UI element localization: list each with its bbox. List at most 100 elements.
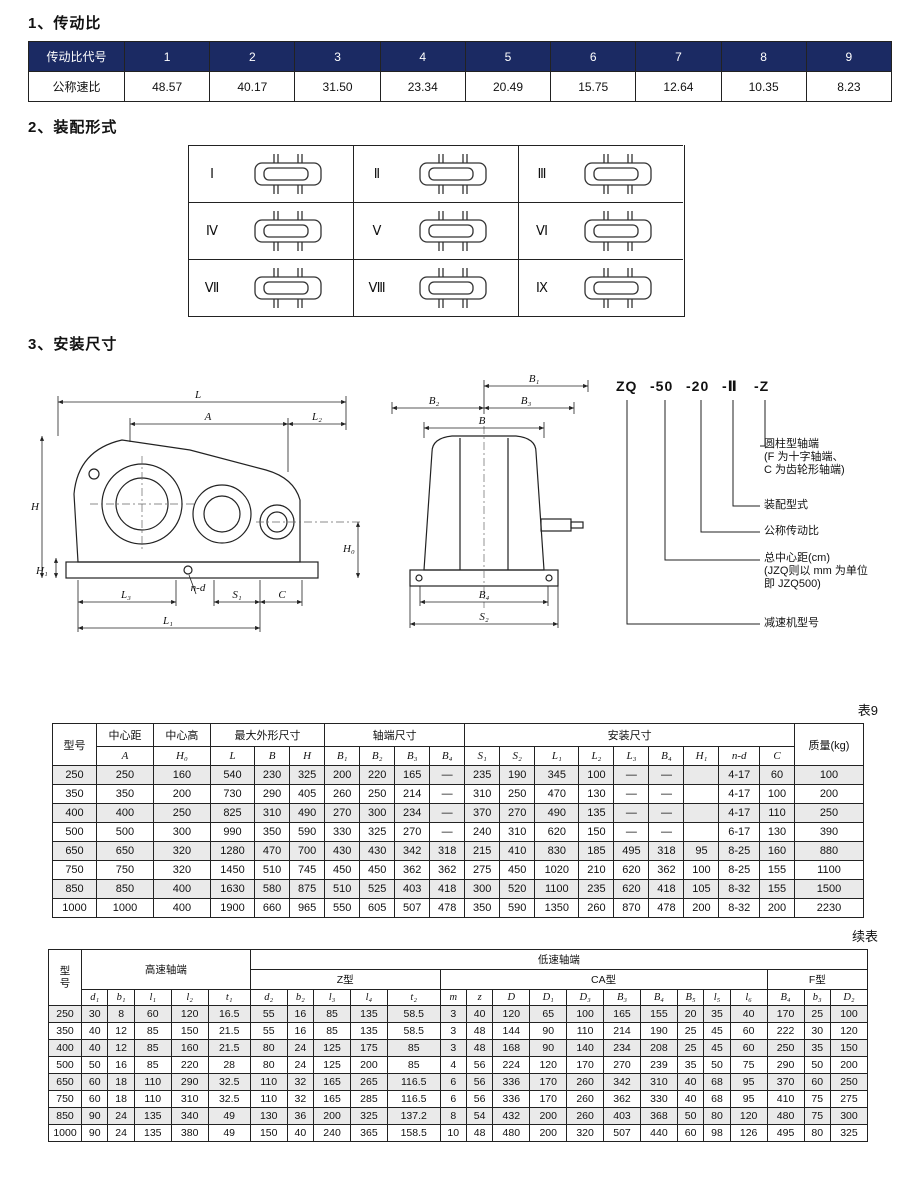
cont-cell: 200 xyxy=(313,1107,351,1125)
table9-cell: 250 xyxy=(794,803,864,823)
ratio-value-cell: 15.75 xyxy=(550,71,637,102)
table9-cell: 880 xyxy=(794,841,864,861)
cont-cell: 56 xyxy=(465,1090,494,1108)
table9-cell: 500 xyxy=(96,822,154,842)
table9-cell: 350 xyxy=(96,784,154,804)
table9-cell xyxy=(683,765,720,785)
cont-model-cell: 500 xyxy=(48,1056,82,1074)
cont-cell: 30 xyxy=(80,1005,109,1023)
cont-cell: 25 xyxy=(803,1005,831,1023)
cont-cell: 60 xyxy=(729,1022,768,1040)
table9-cell: — xyxy=(613,803,650,823)
cont-model-cell: 250 xyxy=(48,1005,82,1023)
cont-cell: 300 xyxy=(829,1107,869,1125)
cont-cell: 90 xyxy=(80,1124,109,1142)
section2-heading: 2、装配形式 xyxy=(28,119,118,136)
cont-model-cell: 400 xyxy=(48,1039,82,1057)
cont-col-header: t₂ xyxy=(386,989,441,1006)
cont-cell: 45 xyxy=(703,1039,731,1057)
cont-cell: 265 xyxy=(349,1073,388,1091)
gearbox-schematic-icon xyxy=(254,211,322,251)
cont-table-caption: 续表 xyxy=(851,929,878,944)
table9-cell: 478 xyxy=(429,898,466,918)
table9-cell: 660 xyxy=(254,898,291,918)
ratio-code-label: 传动比代号 xyxy=(28,41,125,72)
cont-cell: 3 xyxy=(439,1005,467,1023)
cont-cell: 285 xyxy=(349,1090,388,1108)
table9-col-header: B₂ xyxy=(359,746,396,766)
table9-col-header: H₀ xyxy=(152,746,211,766)
table9-cell: 510 xyxy=(254,860,291,880)
table9-cell: 990 xyxy=(209,822,256,842)
table9-cell: 830 xyxy=(534,841,580,861)
cont-cell: 120 xyxy=(729,1107,768,1125)
cont-cell: 130 xyxy=(249,1107,288,1125)
table9-group-header: 中心高 xyxy=(152,723,211,747)
table9-cell: 300 xyxy=(359,803,396,823)
table9-cell: — xyxy=(648,803,685,823)
cont-cell: 65 xyxy=(529,1005,568,1023)
cont-cell: 95 xyxy=(729,1073,768,1091)
table9-cell: 1020 xyxy=(534,860,580,880)
cont-cell: 12 xyxy=(107,1039,135,1057)
cont-cell: 85 xyxy=(133,1039,172,1057)
table9-cell: 965 xyxy=(289,898,326,918)
table9-cell: 418 xyxy=(429,879,466,899)
table9-cell: 60 xyxy=(758,765,796,785)
cont-cell: 45 xyxy=(703,1022,731,1040)
table9-cell: 403 xyxy=(394,879,431,899)
table9-cell: 250 xyxy=(152,803,211,823)
table9-cell: 100 xyxy=(794,765,864,785)
table9-cell: — xyxy=(648,822,685,842)
table9-col-header: B xyxy=(254,746,291,766)
cont-cell: 60 xyxy=(133,1005,172,1023)
cont-col-header: B₄ xyxy=(639,989,678,1006)
ratio-value-cell: 31.50 xyxy=(294,71,381,102)
cont-cell: 40 xyxy=(676,1073,705,1091)
table9-cell: 390 xyxy=(794,822,864,842)
end-view-drawing: B₁ B₂ B₃ B B₄ S₂ xyxy=(391,373,589,628)
cont-cell: 90 xyxy=(529,1039,568,1057)
table9-cell: 235 xyxy=(578,879,615,899)
cont-cell: 495 xyxy=(766,1124,805,1142)
table9-cell: 362 xyxy=(429,860,466,880)
cont-cell: 342 xyxy=(603,1073,641,1091)
table9-cell: 470 xyxy=(254,841,291,861)
cont-model-cell: 1000 xyxy=(48,1124,82,1142)
cont-col-header: l₆ xyxy=(729,989,768,1006)
cont-cell: 440 xyxy=(639,1124,678,1142)
table9-cell xyxy=(683,803,720,823)
table9-cell: 620 xyxy=(613,860,650,880)
cont-cell: 336 xyxy=(492,1090,531,1108)
table9-cell: 450 xyxy=(359,860,396,880)
legend-assembly-type: 装配型式 xyxy=(764,499,808,512)
cont-cell: 320 xyxy=(566,1124,605,1142)
table9-cell: 490 xyxy=(534,803,580,823)
ratio-code-cell: 3 xyxy=(294,41,381,72)
cont-cell: 60 xyxy=(80,1090,109,1108)
dim-S2-label: S₂ xyxy=(479,611,489,623)
assembly-forms-grid: Ⅰ Ⅱ Ⅲ Ⅳ xyxy=(188,145,685,317)
cont-cell: 16.5 xyxy=(207,1005,251,1023)
cont-cell: 310 xyxy=(639,1073,678,1091)
cont-cell: 403 xyxy=(603,1107,641,1125)
cont-cell: 310 xyxy=(170,1090,209,1108)
cont-cell: 60 xyxy=(80,1073,109,1091)
assembly-form-numeral: Ⅲ xyxy=(537,166,547,181)
table9-col-header: A xyxy=(96,746,154,766)
cont-cell: 60 xyxy=(676,1124,705,1142)
cont-cell: 260 xyxy=(566,1090,605,1108)
table9-cell: 200 xyxy=(324,765,361,785)
cont-cell: 8 xyxy=(107,1005,135,1023)
table9-cell: 620 xyxy=(613,879,650,899)
cont-cell: 290 xyxy=(170,1073,209,1091)
legend-line: 装配型式 xyxy=(764,499,808,511)
cont-cell: 120 xyxy=(529,1056,568,1074)
table9-group-header: 安装尺寸 xyxy=(464,723,795,747)
